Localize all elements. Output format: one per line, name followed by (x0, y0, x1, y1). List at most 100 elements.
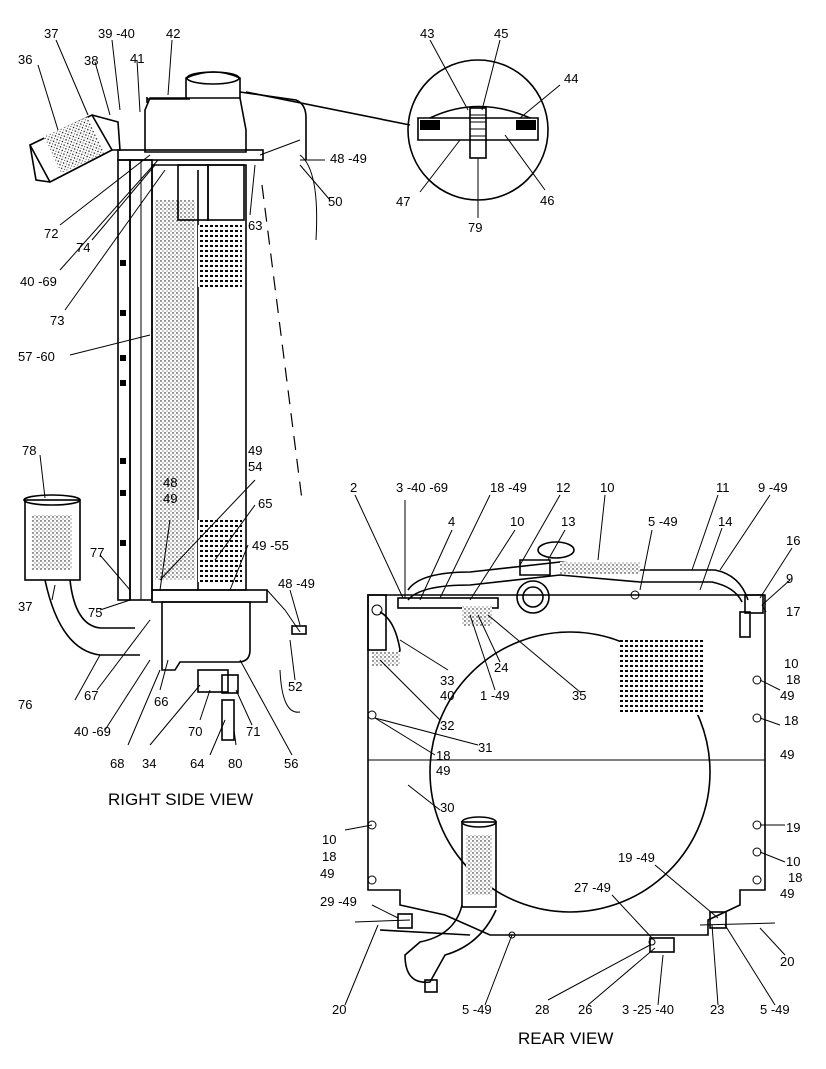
callout-label: 11 (716, 480, 730, 495)
callout-label: 19 (786, 820, 800, 835)
lower-hose (23, 494, 140, 656)
callout-label: 34 (142, 756, 156, 771)
side-bolts (120, 260, 126, 546)
callout-label: 43 (420, 26, 434, 41)
callout-label: 64 (190, 756, 204, 771)
callout-label: 2 (350, 480, 357, 495)
drain-tube (221, 699, 235, 741)
top-bracket (146, 97, 190, 103)
core-fill-left (155, 200, 195, 580)
rear-view-title: REAR VIEW (518, 1029, 613, 1048)
top-rail (117, 149, 264, 161)
callout-label: 47 (396, 194, 410, 209)
callout-label: 49 (163, 491, 177, 506)
filler-neck (516, 580, 550, 614)
callout-label: 70 (188, 724, 202, 739)
callout-label: 28 (535, 1002, 549, 1017)
drain-valve (197, 669, 229, 693)
callout-label: 79 (468, 220, 482, 235)
top-tank (144, 97, 247, 153)
callout-label: 3 -25 -40 (622, 1002, 674, 1017)
core-upper-hatch (198, 225, 242, 287)
callout-label: 40 -69 (20, 274, 57, 289)
detail-leader (245, 91, 411, 126)
cap-top (186, 71, 240, 85)
cap-detail (407, 39, 561, 218)
callout-label: 48 -49 (278, 576, 315, 591)
callout-label: 44 (564, 71, 578, 86)
callout-label: 10 (600, 480, 614, 495)
callout-label: 20 (780, 954, 794, 969)
overflow-tube (239, 91, 307, 160)
callout-label: 68 (110, 756, 124, 771)
callout-label: 13 (561, 514, 575, 529)
callout-label: 49 (780, 886, 794, 901)
rear-leaders (344, 494, 793, 1006)
callout-label: 18 (784, 713, 798, 728)
callout-label: 49 (320, 866, 334, 881)
bottom-tank (161, 601, 251, 671)
callout-label: 17 (786, 604, 800, 619)
callout-label: 27 -49 (574, 880, 611, 895)
callout-label: 42 (166, 26, 180, 41)
callout-label: 71 (246, 724, 260, 739)
lower-bracket (291, 625, 307, 635)
callout-label: 20 (332, 1002, 346, 1017)
shroud-frame (367, 594, 766, 936)
callout-label: 10 (786, 854, 800, 869)
callout-label: 9 -49 (758, 480, 788, 495)
callout-label: 26 (578, 1002, 592, 1017)
callout-label: 33 (440, 673, 454, 688)
callout-label: 10 (322, 832, 336, 847)
callout-label: 37 (18, 599, 32, 614)
callout-label: 18 (322, 849, 336, 864)
callout-label: 75 (88, 605, 102, 620)
callout-label: 18 -49 (490, 480, 527, 495)
callout-label: 50 (328, 194, 342, 209)
callout-label: 74 (76, 240, 90, 255)
callout-label: 35 (572, 688, 586, 703)
core-lower-hatch (198, 520, 242, 582)
callout-label: 5 -49 (462, 1002, 492, 1017)
callout-label: 19 -49 (618, 850, 655, 865)
callout-label: 57 -60 (18, 349, 55, 364)
callout-label: 5 -49 (648, 514, 678, 529)
callout-label: 76 (18, 697, 32, 712)
callout-label: 14 (718, 514, 732, 529)
callout-label: 67 (84, 688, 98, 703)
callout-label: 23 (710, 1002, 724, 1017)
callout-label: 24 (494, 660, 508, 675)
bracket-strap (259, 139, 301, 156)
callout-label: 30 (440, 800, 454, 815)
callout-label: 40 (440, 688, 454, 703)
callout-label: 5 -49 (760, 1002, 790, 1017)
upper-hose (28, 113, 121, 184)
callout-label: 65 (258, 496, 272, 511)
callout-label: 10 (784, 656, 798, 671)
top-bar (397, 597, 499, 609)
callout-label: 38 (84, 53, 98, 68)
callout-label: 49 (780, 688, 794, 703)
callout-label: 77 (90, 545, 104, 560)
callout-label: 54 (248, 459, 262, 474)
bottom-rail (151, 589, 268, 603)
callout-label: 73 (50, 313, 64, 328)
right-side-view-title: RIGHT SIDE VIEW (108, 790, 253, 809)
callout-label: 18 (786, 672, 800, 687)
callout-label: 40 -69 (74, 724, 111, 739)
upper-block-right (207, 164, 245, 221)
callout-label: 49 (436, 763, 450, 778)
callout-label: 72 (44, 226, 58, 241)
callout-label: 12 (556, 480, 570, 495)
callout-label: 37 (44, 26, 58, 41)
overflow-tube-end (299, 154, 318, 241)
core-hatch (620, 640, 705, 715)
callout-label: 32 (440, 718, 454, 733)
callout-label: 49 (248, 443, 262, 458)
callout-label: 39 -40 (98, 26, 135, 41)
callout-label: 16 (786, 533, 800, 548)
callout-label: 46 (540, 193, 554, 208)
callout-label: 48 (163, 475, 177, 490)
drain-fitting (221, 674, 239, 694)
